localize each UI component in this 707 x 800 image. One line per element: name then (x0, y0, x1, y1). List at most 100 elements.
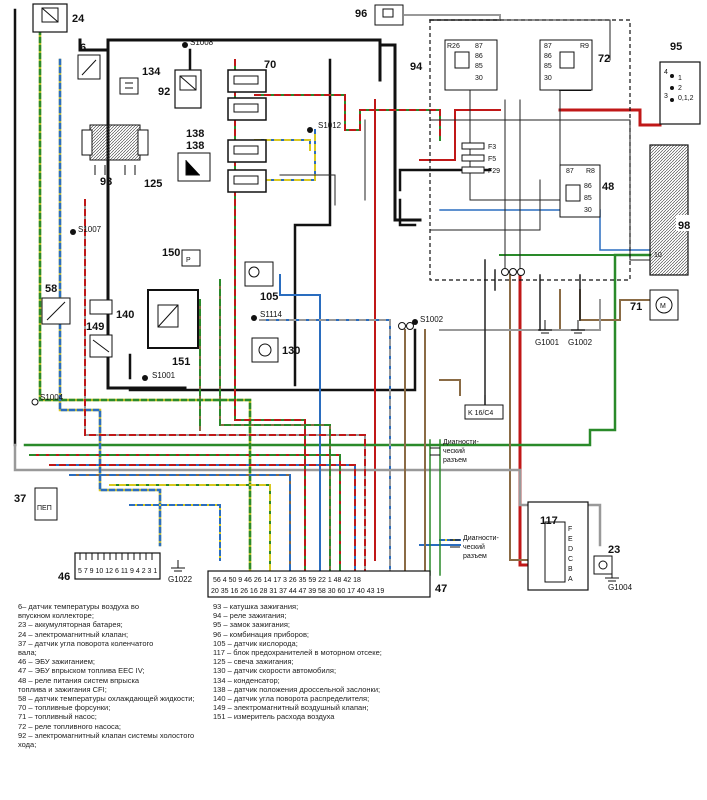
pin-98-10: 10 (654, 252, 662, 259)
switch-pin: 1 (678, 75, 682, 82)
relay-pin: 87 (544, 43, 552, 50)
component-130-speed-sensor: 130 (251, 337, 300, 363)
label-58: 58 (45, 283, 57, 295)
label-48: 48 (602, 181, 614, 193)
wire-thin-4 (504, 99, 521, 276)
wire-thin-5 (279, 119, 366, 206)
wire-thin-2 (429, 119, 651, 261)
fuse-letter: E (568, 536, 573, 543)
connector-46-pins: 5 7 9 10 12 6 11 9 4 2 3 1 (78, 568, 157, 575)
wire-black-main-7 (398, 168, 492, 227)
label-96: 96 (355, 8, 367, 20)
wire-bundle-m (439, 379, 461, 396)
legend-item: 134 – конденсатор; (213, 675, 280, 685)
relay-pin: 85 (475, 63, 483, 70)
legend-item: 95 – замок зажигания; (213, 620, 291, 630)
component-96-instrument-cluster: 96 (355, 4, 404, 26)
legend-item: 72 – реле топливного насоса; (18, 721, 122, 731)
label-46: 46 (58, 571, 70, 583)
label-149: 149 (86, 321, 104, 333)
switch-pin: 0,1,2 (678, 95, 694, 102)
legend-item: 93 – катушка зажигания; (213, 602, 299, 611)
wire-black-main-2 (78, 38, 110, 52)
label-37-box: ПЕП (37, 505, 52, 512)
ground-g1022: G1022 (168, 575, 193, 584)
component-134-capacitor: 134 (119, 66, 161, 95)
svg-text:ческий: ческий (443, 447, 465, 455)
label-151: 151 (172, 356, 190, 368)
legend-item: 138 – датчик положения дроссельной засло… (213, 684, 381, 694)
splice-points: S1008 S1012 S1007 S1114 S1002 S1001 S100… (31, 38, 444, 406)
legend-item: 37 – датчик угла поворота коленчатого (18, 638, 154, 648)
switch-pin: 3 (664, 93, 668, 100)
legend-right-column: 93 – катушка зажигания;94 – реле зажиган… (213, 602, 483, 722)
wire-bundle-eb (84, 199, 366, 576)
wire-bundle-jb (259, 319, 391, 576)
relay-r9: R9 (580, 43, 589, 50)
label-134: 134 (142, 66, 161, 78)
component-93-ignition-coil: 93 125 (81, 124, 162, 190)
legend-item: 96 – комбинация приборов; (213, 629, 310, 639)
legend-item: 71 – топливный насос; (18, 712, 97, 722)
fuse-letter: B (568, 566, 573, 573)
wire-bundle-ib (199, 279, 331, 576)
relay-pin: 86 (584, 183, 592, 190)
component-6-air-temp: 6 (77, 42, 101, 80)
splice-s1002: S1002 (420, 315, 444, 324)
wire-grey-1 (13, 443, 602, 547)
central-junction-box (429, 19, 631, 281)
component-138-throttle-sensor: 138 138 (177, 128, 211, 182)
svg-text:разъем: разъем (463, 553, 487, 560)
wire-bundle-db (109, 484, 271, 576)
wire-red-4 (419, 109, 501, 161)
legend-item: 46 – ЭБУ зажиганием; (18, 657, 95, 667)
relay-r8: R8 (586, 168, 595, 175)
ground-g1002: G1002 (568, 338, 593, 347)
wire-bundle-fb (234, 59, 306, 576)
wire-black-main-5 (293, 58, 332, 387)
relay-pin: 30 (475, 75, 483, 82)
label-24: 24 (72, 13, 85, 25)
svg-text:M: M (660, 303, 666, 310)
component-150-sensor: P 150 (162, 247, 201, 267)
component-92-idle-valve: 92 (158, 69, 202, 109)
relay-pin: 30 (544, 75, 552, 82)
legend-item: 47 – ЭБУ впрыском топлива EEC IV; (18, 666, 145, 676)
relay-pin: 85 (584, 195, 592, 202)
legend-item: 58 – датчик температуры охлаждающей жидк… (18, 694, 195, 704)
component-58-coolant-sensor: 58 (41, 283, 71, 325)
connector-k16: K 16/C4 (464, 395, 504, 420)
label-23: 23 (608, 544, 620, 556)
svg-text:разъем: разъем (443, 457, 467, 464)
relay-pin: 86 (544, 53, 552, 60)
legend-item: 140 – датчик угла поворота распределител… (213, 694, 370, 704)
switch-pin: 2 (678, 85, 682, 92)
legend-item: вала; (18, 648, 37, 658)
wire-bundle-gb (254, 94, 441, 141)
component-105-oxygen-sensor: 105 (244, 261, 278, 303)
junction-circles (398, 268, 525, 330)
wire-bundle-k (404, 329, 426, 576)
relay-pin: 85 (544, 63, 552, 70)
wire-harness (13, 8, 662, 577)
relay-pin: 30 (584, 207, 592, 214)
legend-item: 94 – реле зажигания; (213, 611, 287, 621)
wire-yellow-1 (38, 28, 252, 577)
switch-pin: 4 (664, 69, 668, 76)
component-95-ignition-switch: 4 1 2 3 0,1,2 95 (659, 41, 701, 125)
relay-pin: 87 (566, 168, 574, 175)
component-37-crank-sensor: ПЕП 37 (14, 487, 58, 521)
wire-bundle-j (259, 319, 391, 576)
splice-s1001: S1001 (152, 371, 176, 380)
legend-item: 23 – аккумуляторная батарея; (18, 620, 123, 630)
wire-bundle-ab (29, 454, 341, 576)
splice-s1012: S1012 (318, 121, 342, 130)
wire-bundle-bb (49, 464, 356, 576)
label-70: 70 (264, 59, 276, 71)
component-48-injection-relay: R8 87 86 85 30 48 (559, 164, 614, 218)
label-37: 37 (14, 493, 26, 505)
component-46-ecu-connector: 5 7 9 10 12 6 11 9 4 2 3 1 46 (58, 552, 161, 583)
label-93: 93 (100, 176, 112, 188)
legend-item: 105 – датчик кислорода; (213, 638, 298, 648)
wire-green-1 (23, 253, 652, 447)
